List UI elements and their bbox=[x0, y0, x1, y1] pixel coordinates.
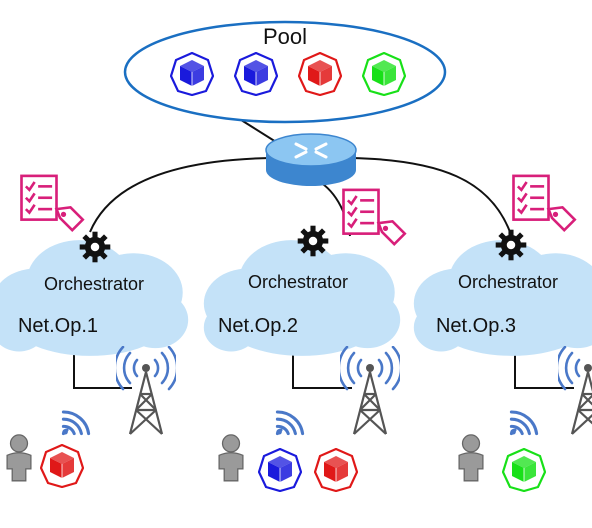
netop3-tower-link bbox=[514, 352, 574, 389]
router-netop1-link bbox=[89, 157, 271, 233]
cloud-net-op-2 bbox=[203, 240, 401, 356]
wifi-icon bbox=[508, 410, 539, 437]
pool-cube-icon-2 bbox=[234, 52, 278, 96]
user-cube-icon bbox=[314, 448, 358, 492]
user-cube-icon bbox=[502, 448, 546, 492]
gear-icon bbox=[297, 225, 329, 257]
user-cube-icon bbox=[258, 448, 302, 492]
net-op-2: Orchestrator Net.Op.2 bbox=[203, 188, 407, 492]
net-op-3: Orchestrator Net.Op.3 bbox=[413, 174, 592, 492]
wifi-icon bbox=[274, 410, 305, 437]
net-op-label: Net.Op.3 bbox=[436, 315, 516, 337]
checklist-tag-icon bbox=[512, 174, 577, 232]
user-cube-icon bbox=[40, 444, 84, 488]
net-op-1: Orchestrator Net.Op.1 bbox=[0, 174, 189, 488]
router-netop3-link bbox=[351, 157, 511, 233]
checklist-tag-icon bbox=[20, 174, 85, 232]
checklist-tag-icon bbox=[342, 188, 407, 246]
netop1-tower-link bbox=[73, 352, 132, 389]
pool: Pool bbox=[123, 20, 447, 124]
netop2-tower-link bbox=[292, 352, 352, 389]
orchestrator-label: Orchestrator bbox=[248, 272, 348, 292]
cell-tower-icon bbox=[116, 346, 176, 436]
user-icon bbox=[458, 434, 484, 482]
net-op-label: Net.Op.2 bbox=[218, 315, 298, 337]
user-icon bbox=[6, 434, 32, 482]
pool-label: Pool bbox=[263, 24, 307, 49]
wifi-icon bbox=[60, 410, 91, 437]
router-icon bbox=[265, 133, 357, 186]
net-op-label: Net.Op.1 bbox=[18, 315, 98, 337]
orchestrator-label: Orchestrator bbox=[458, 272, 558, 292]
pool-cube-icon-3 bbox=[298, 52, 342, 96]
pool-ellipse bbox=[123, 20, 447, 124]
gear-icon bbox=[79, 231, 111, 263]
cloud-net-op-3 bbox=[413, 240, 592, 356]
cell-tower-icon bbox=[340, 346, 400, 436]
cell-tower-icon bbox=[558, 346, 592, 436]
pool-cube-icon-1 bbox=[170, 52, 214, 96]
gear-icon bbox=[495, 229, 527, 261]
pool-cube-icon-4 bbox=[362, 52, 406, 96]
orchestrator-label: Orchestrator bbox=[44, 274, 144, 294]
user-icon bbox=[218, 434, 244, 482]
